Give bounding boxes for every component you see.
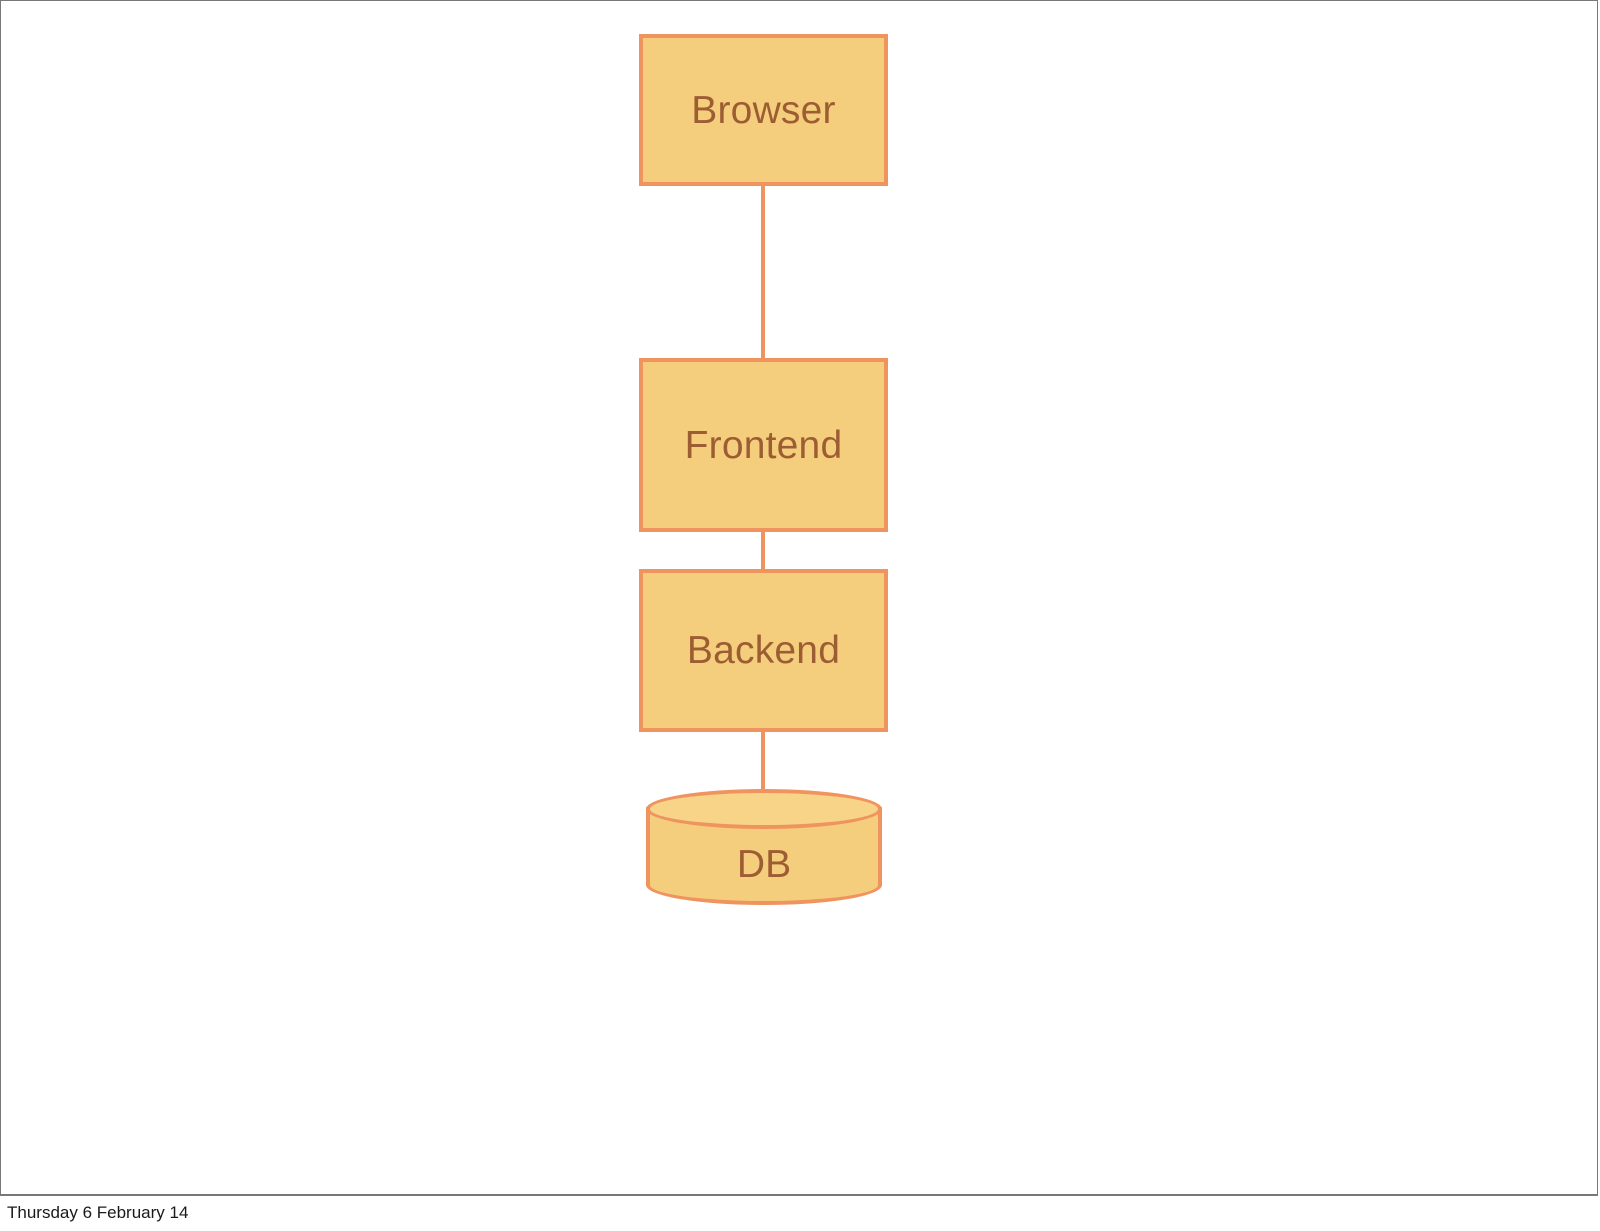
- edge-frontend-to-backend[interactable]: [761, 528, 765, 573]
- flowchart-diagram: Browser Frontend Backend DB: [1, 1, 1597, 1194]
- node-backend[interactable]: Backend: [639, 569, 888, 732]
- diagram-canvas: Browser Frontend Backend DB: [0, 0, 1598, 1196]
- cylinder-top-ellipse: [646, 789, 882, 829]
- page-footer: Thursday 6 February 14: [0, 1199, 1600, 1231]
- edge-backend-to-db[interactable]: [761, 728, 765, 803]
- node-db[interactable]: DB: [646, 789, 882, 905]
- node-db-label: DB: [736, 842, 792, 886]
- node-browser[interactable]: Browser: [639, 34, 888, 186]
- node-frontend-label: Frontend: [684, 423, 843, 467]
- node-browser-label: Browser: [691, 88, 836, 132]
- node-frontend[interactable]: Frontend: [639, 358, 888, 532]
- edge-browser-to-frontend[interactable]: [761, 181, 765, 362]
- footer-date: Thursday 6 February 14: [7, 1203, 189, 1222]
- node-backend-label: Backend: [686, 629, 841, 672]
